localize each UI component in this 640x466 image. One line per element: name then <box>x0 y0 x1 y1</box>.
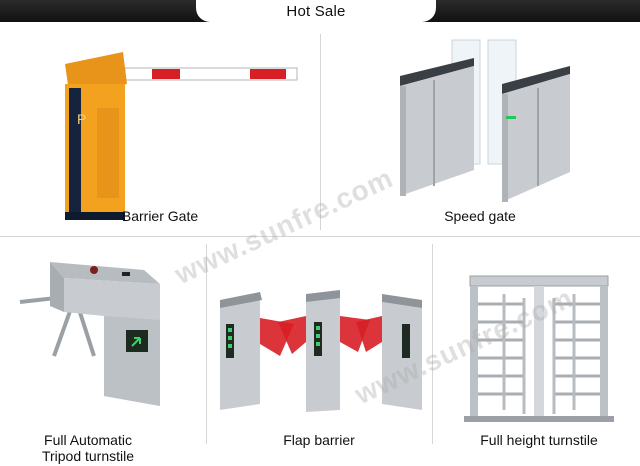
svg-text:P: P <box>77 111 86 127</box>
product-caption: Barrier Gate <box>121 208 199 224</box>
tripod-turnstile-image <box>19 262 160 406</box>
column-divider-bottom-right <box>432 244 433 444</box>
product-caption: Full height turnstile <box>480 432 598 448</box>
product-card-full-height-turnstile[interactable]: Full height turnstile <box>432 236 640 466</box>
header-pill: Hot Sale <box>196 0 436 22</box>
product-card-barrier-gate[interactable]: P Barrier Gate <box>0 22 320 236</box>
product-caption-line1: Full Automatic <box>44 432 132 448</box>
row-divider <box>0 236 640 237</box>
page-title: Hot Sale <box>286 2 346 20</box>
full-height-turnstile-image <box>464 275 614 422</box>
product-card-speed-gate[interactable]: Speed gate <box>320 22 640 236</box>
product-caption-line2: Tripod turnstile <box>41 448 135 464</box>
column-divider-top <box>320 34 321 230</box>
flap-barrier-image <box>220 290 422 412</box>
product-caption: Speed gate <box>444 208 516 224</box>
product-card-tripod-turnstile[interactable]: Full Automatic Tripod turnstile <box>0 236 206 466</box>
speed-gate-image <box>400 39 570 202</box>
column-divider-bottom-left <box>206 244 207 444</box>
barrier-gate-image: P <box>65 52 298 220</box>
product-card-flap-barrier[interactable]: Flap barrier <box>206 236 432 466</box>
product-caption: Flap barrier <box>283 432 355 448</box>
